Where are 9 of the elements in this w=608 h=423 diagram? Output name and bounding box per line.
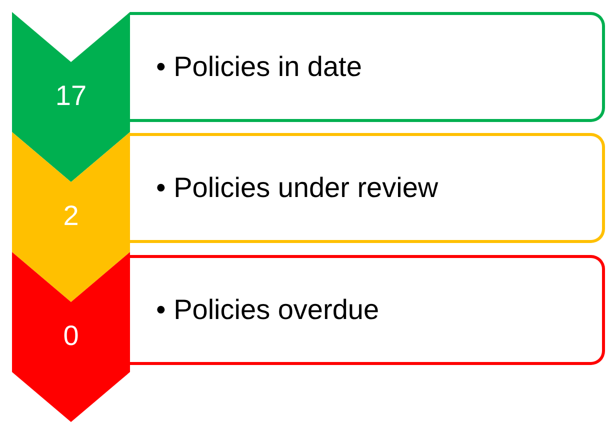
count-number: 0 <box>62 320 80 352</box>
count-number: 17 <box>54 80 88 112</box>
bullet-item: • Policies overdue <box>156 294 380 326</box>
text-panel <box>130 255 605 365</box>
count-number: 2 <box>62 200 80 232</box>
text-panel <box>130 12 605 122</box>
bullet-item: • Policies under review <box>156 172 438 204</box>
text-panel <box>130 133 605 243</box>
bullet-item: • Policies in date <box>156 51 362 83</box>
